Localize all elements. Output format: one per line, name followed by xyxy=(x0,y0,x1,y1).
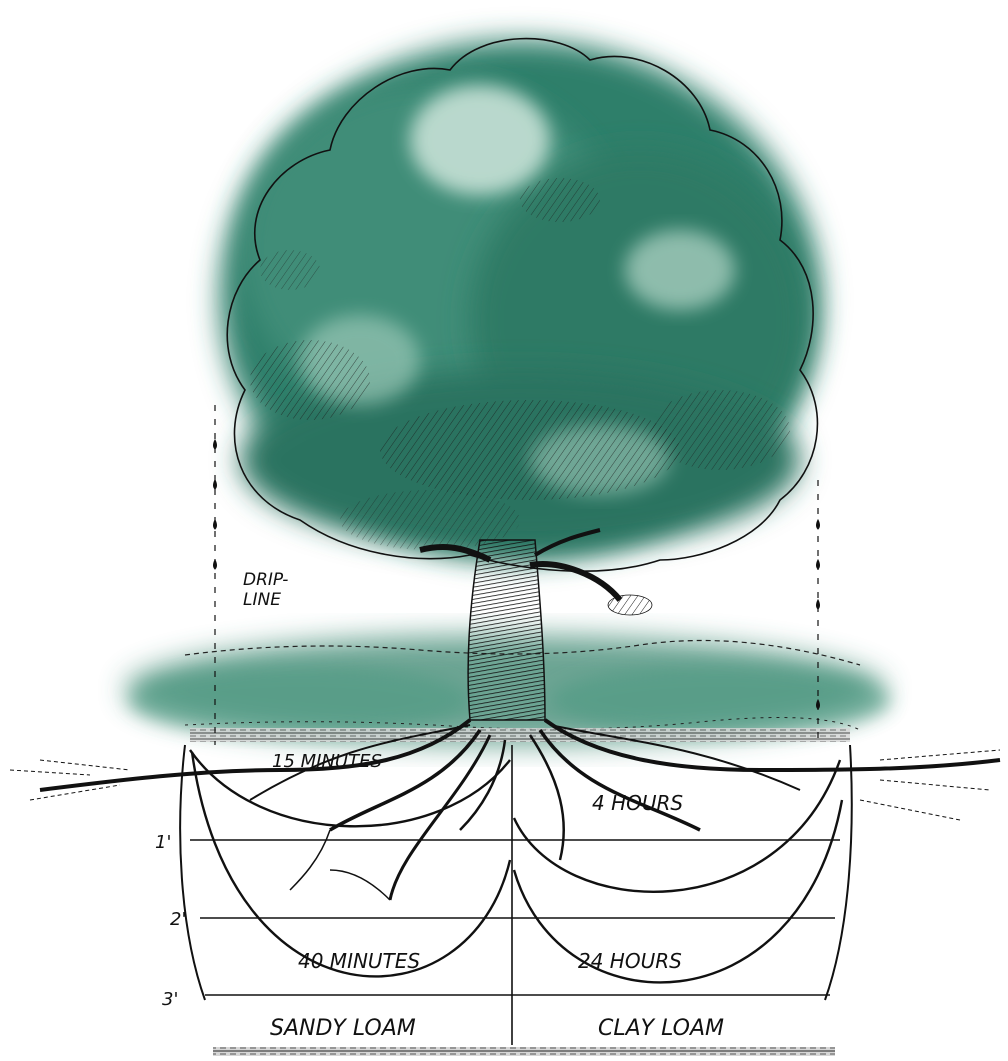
dripline-label-line1: DRIP- xyxy=(243,570,288,590)
clay-shallow-time-label: 4 HOURS xyxy=(592,791,683,815)
depth-2ft-label: 2' xyxy=(170,909,186,930)
bottom-texture-strip xyxy=(213,1047,835,1056)
depth-1ft-label: 1' xyxy=(155,832,171,853)
sandy-deep-time-label: 40 MINUTES xyxy=(298,949,420,973)
wetting-front-curves xyxy=(190,750,842,982)
clay-loam-label: CLAY LOAM xyxy=(598,1016,724,1041)
sandy-loam-label: SANDY LOAM xyxy=(270,1016,416,1041)
sandy-shallow-time-label: 15 MINUTES xyxy=(272,751,382,772)
sandy-deep-front xyxy=(192,752,510,976)
clay-deep-time-label: 24 HOURS xyxy=(578,949,682,973)
soil-profile-frame xyxy=(180,745,852,1045)
depth-3ft-label: 3' xyxy=(162,989,178,1010)
tree-canopy xyxy=(220,39,820,572)
dripline-label-line2: LINE xyxy=(243,590,281,610)
